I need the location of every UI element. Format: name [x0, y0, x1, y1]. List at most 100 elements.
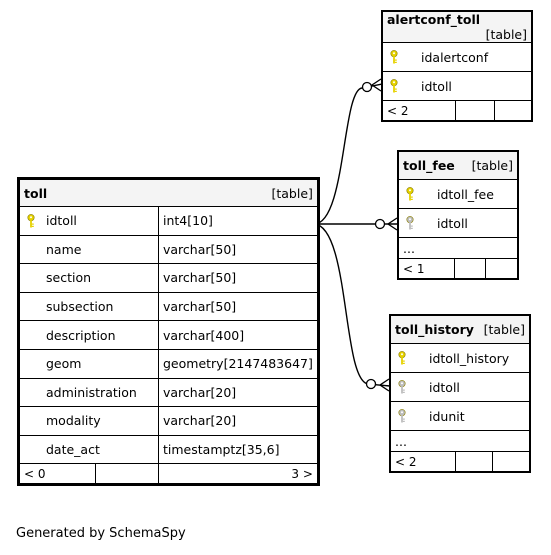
column-name: subsection [46, 299, 114, 315]
more-row: ... [389, 430, 531, 452]
edge-crowsfoot-tollhistory [378, 378, 390, 392]
column-name-cell: subsection [18, 291, 159, 322]
column-name: section [46, 270, 92, 286]
table-row[interactable]: idalertconf [381, 42, 533, 72]
table-kind: [table] [483, 322, 525, 337]
column-name: date_act [46, 442, 100, 458]
table-row[interactable]: date_act timestamptz[35,6] [18, 434, 319, 465]
table-row[interactable]: idtoll [381, 71, 533, 101]
toll-fee-header: toll_fee [table] [397, 150, 519, 180]
column-name-cell: description [18, 320, 159, 350]
column-name-cell: idtoll [18, 206, 159, 236]
column-type: varchar[50] [158, 291, 319, 322]
column-name: idtoll [421, 78, 452, 94]
key-icon [406, 187, 414, 201]
column-type: varchar[20] [158, 377, 319, 408]
table-row[interactable]: idtoll_fee [397, 179, 519, 209]
footer-parents: < 2 [389, 451, 456, 473]
column-name: idtoll [429, 379, 460, 395]
edge-end-circle-tollfee [374, 218, 386, 230]
table-row[interactable]: section varchar[50] [18, 263, 319, 293]
column-name-cell: idtoll_fee [397, 179, 519, 209]
key-icon [398, 380, 406, 394]
key-icon [390, 79, 398, 93]
column-name-cell: section [18, 263, 159, 293]
table-row[interactable]: idtoll [397, 208, 519, 238]
column-name: idunit [429, 408, 465, 424]
footer-parents: < 1 [397, 258, 455, 280]
column-name: administration [46, 384, 137, 400]
key-icon [390, 50, 398, 64]
toll-header: toll [table] [18, 178, 319, 207]
footer-blank [95, 463, 159, 486]
table-row[interactable]: idunit [389, 401, 531, 431]
toll-history-header: toll_history [table] [389, 314, 531, 344]
footer-children: 3 > [158, 463, 319, 486]
edge-end-circle-alertconf [361, 81, 373, 93]
column-type: int4[10] [158, 206, 319, 236]
footer-blank [455, 451, 493, 473]
footer-blank [485, 258, 519, 280]
table-name: toll_history [395, 322, 474, 337]
table-row[interactable]: modality varchar[20] [18, 406, 319, 436]
table-row[interactable]: idtoll [389, 372, 531, 402]
column-name-cell: idtoll [389, 372, 531, 402]
column-type: varchar[20] [158, 406, 319, 436]
column-name-cell: administration [18, 377, 159, 408]
table-row[interactable]: administration varchar[20] [18, 377, 319, 408]
footer-blank [492, 451, 531, 473]
more-row: ... [397, 237, 519, 259]
column-name-cell: name [18, 234, 159, 265]
edge-toll-tollhistory [313, 223, 391, 387]
key-icon [398, 409, 406, 423]
table-row[interactable]: geom geometry[2147483647] [18, 348, 319, 379]
table-row[interactable]: subsection varchar[50] [18, 291, 319, 322]
column-type: geometry[2147483647] [158, 348, 319, 379]
footer-blank [455, 100, 495, 122]
table-row[interactable]: description varchar[400] [18, 320, 319, 350]
column-type: varchar[400] [158, 320, 319, 350]
generated-by-credit: Generated by SchemaSpy [16, 526, 186, 541]
column-name-cell: geom [18, 348, 159, 379]
key-icon [406, 216, 414, 230]
alertconf-toll-header: alertconf_toll [table] [381, 10, 533, 43]
more-columns-ellipsis: ... [389, 430, 531, 452]
column-name-cell: idalertconf [381, 42, 533, 72]
alertconf-toll-table[interactable]: alertconf_toll [table] idalertconf idtoll… [381, 10, 533, 122]
edge-toll-alertconf [313, 83, 383, 225]
table-kind: [table] [485, 27, 527, 42]
column-name: name [46, 241, 82, 257]
column-name-cell: idtoll [397, 208, 519, 238]
table-row[interactable]: idtoll_history [389, 343, 531, 373]
column-type: varchar[50] [158, 263, 319, 293]
footer-blank [494, 100, 533, 122]
column-name: modality [46, 413, 101, 429]
column-name-cell: idtoll_history [389, 343, 531, 373]
column-name: idtoll [437, 215, 468, 231]
column-name: geom [46, 356, 82, 372]
column-name-cell: idtoll [381, 71, 533, 101]
edge-end-circle-tollhistory [365, 378, 377, 390]
table-kind: [table] [271, 185, 313, 201]
column-name-cell: idunit [389, 401, 531, 431]
column-name: idalertconf [421, 49, 489, 65]
table-kind: [table] [471, 158, 513, 173]
footer-parents: < 2 [381, 100, 456, 122]
more-columns-ellipsis: ... [397, 237, 519, 259]
edge-crowsfoot-tollfee [386, 217, 398, 231]
footer-blank [453, 258, 487, 280]
column-name: idtoll_history [429, 350, 510, 366]
column-name-cell: date_act [18, 434, 159, 465]
column-type: timestamptz[35,6] [158, 434, 319, 465]
table-name: alertconf_toll [387, 12, 481, 27]
column-name: description [46, 327, 116, 343]
key-icon [398, 351, 406, 365]
table-name: toll_fee [403, 158, 455, 173]
column-name: idtoll_fee [437, 186, 494, 202]
